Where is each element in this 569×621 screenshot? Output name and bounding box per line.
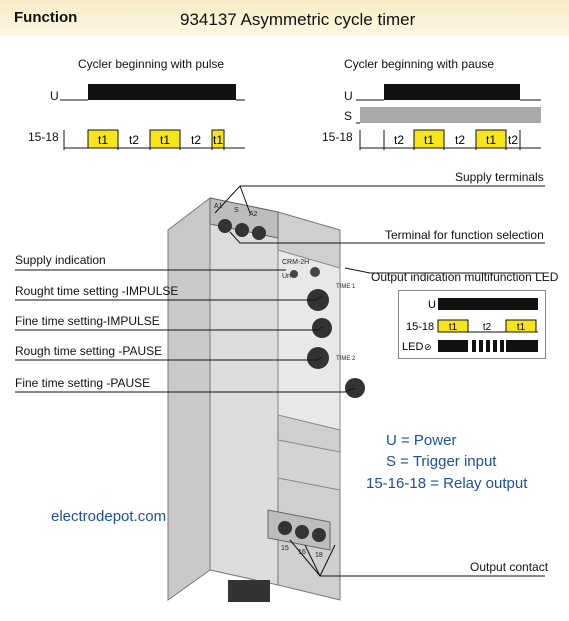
terminal-label: 15 (281, 545, 289, 552)
led-seg: t1 (517, 322, 526, 333)
terminal-label: A1 (214, 203, 223, 210)
timing-right-row-u: U (344, 89, 353, 103)
seg-label: t2 (191, 133, 201, 147)
terminal-screw (295, 525, 309, 539)
callout-output-contact: Output contact (470, 560, 549, 574)
timing-left-row-1518: 15-18 (28, 130, 59, 144)
seg-label: t1 (486, 133, 496, 147)
terminal-screw (278, 521, 292, 535)
timing-right-title: Cycler beginning with pause (344, 57, 495, 71)
header-bar (0, 0, 569, 36)
knob-rough-impulse (307, 289, 329, 311)
callout-output-led: Output indication multifunction LED (371, 270, 559, 284)
timing-right-diagram: t2 t1 t2 t1 t2 (356, 84, 541, 150)
trigger-bar (360, 107, 541, 123)
led-diagram: U 15-18 LED ⊘ t1 t2 t1 (398, 290, 546, 359)
callout-function-terminal: Terminal for function selection (385, 228, 544, 242)
seg-label: t2 (508, 133, 518, 147)
led-seg: t2 (483, 322, 492, 333)
brand-text: electrodepot.com (51, 508, 167, 525)
supply-led (290, 270, 298, 278)
output-led (310, 267, 320, 277)
terminal-screw (252, 226, 266, 240)
page-title: 934137 Asymmetric cycle timer (180, 10, 416, 29)
time2-label: TIME 2 (336, 356, 356, 362)
callout-rough-impulse: Rought time setting -IMPULSE (15, 284, 179, 298)
callout-supply-indication: Supply indication (15, 253, 106, 267)
seg-label: t2 (394, 133, 404, 147)
timing-right-row-1518: 15-18 (322, 130, 353, 144)
seg-label: t1 (160, 133, 170, 147)
supply-bar (88, 84, 236, 100)
terminal-screw (218, 219, 232, 233)
time1-label: TIME 1 (336, 284, 356, 290)
seg-label: t1 (213, 133, 223, 147)
terminal-label: 16 (298, 549, 306, 556)
seg-label: t1 (424, 133, 434, 147)
seg-label: t2 (455, 133, 465, 147)
terminal-label: A2 (249, 211, 258, 218)
timing-left-title: Cycler beginning with pulse (78, 57, 225, 71)
terminal-screw (312, 528, 326, 542)
knob-rough-pause (307, 347, 329, 369)
led-row-led: LED (402, 341, 423, 353)
timing-right-row-s: S (344, 109, 353, 123)
callout-rough-pause: Rough time setting -PAUSE (15, 344, 163, 358)
terminal-label: 18 (315, 552, 323, 559)
supply-bar (384, 84, 520, 100)
svg-text:⊘: ⊘ (424, 342, 432, 352)
legend-relay: 15-16-18 = Relay output (366, 475, 528, 492)
timing-left-row-u: U (50, 89, 59, 103)
model-label: CRM-2H (282, 259, 309, 266)
terminal-screw (235, 223, 249, 237)
knob-fine-impulse (312, 318, 332, 338)
led-seg: t1 (449, 322, 458, 333)
seg-label: t2 (129, 133, 139, 147)
seg-label: t1 (98, 133, 108, 147)
un-label: Un (282, 273, 291, 280)
callout-supply-terminals: Supply terminals (455, 170, 544, 184)
callout-fine-impulse: Fine time setting-IMPULSE (15, 314, 160, 328)
callout-fine-pause: Fine time setting -PAUSE (15, 376, 151, 390)
led-row-u: U (428, 299, 436, 311)
din-clip (228, 580, 270, 602)
timing-left-diagram: t1 t2 t1 t2 t1 (60, 84, 245, 150)
legend-power: U = Power (386, 432, 457, 449)
function-label: Function (14, 9, 78, 26)
led-row-1518: 15-18 (406, 321, 434, 333)
legend-trigger: S = Trigger input (386, 453, 497, 470)
terminal-label: S (234, 207, 239, 214)
